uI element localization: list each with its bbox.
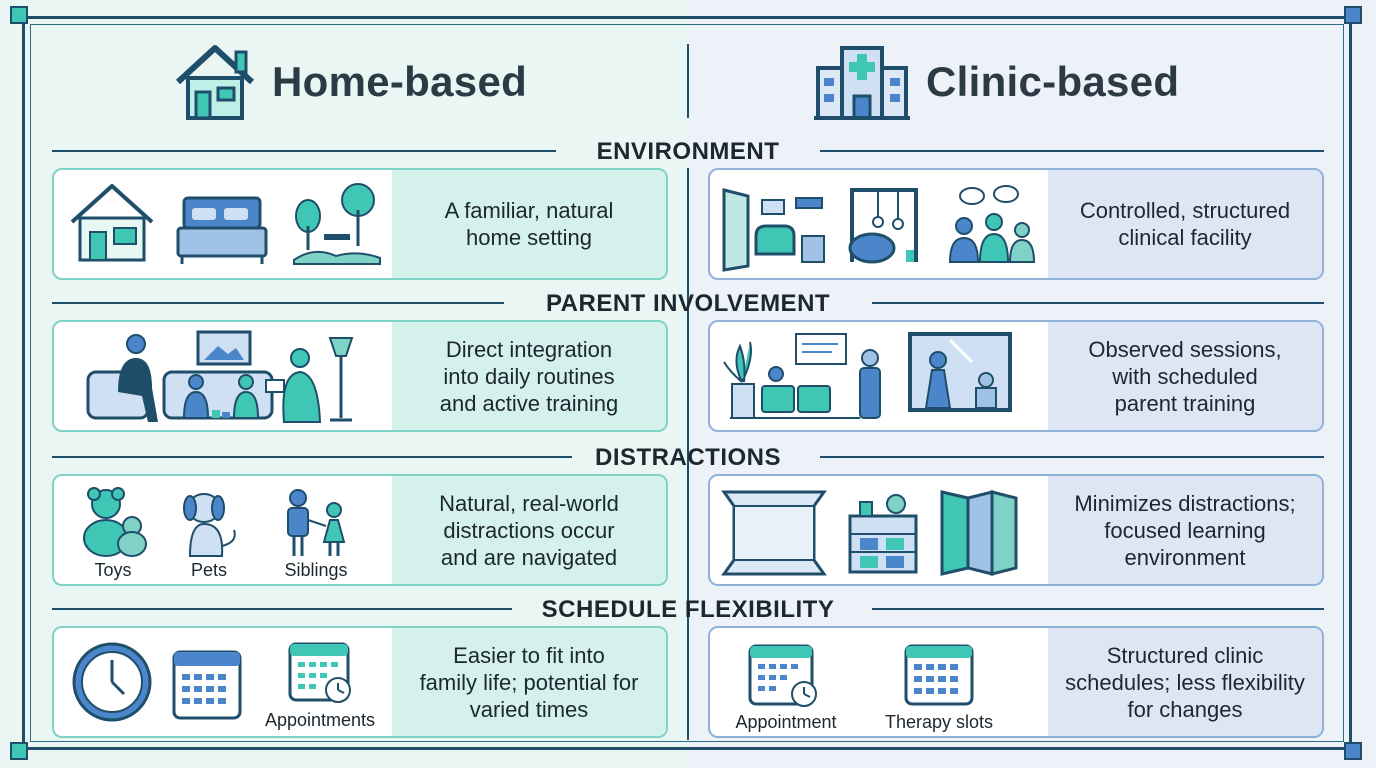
outer-frame	[22, 16, 1352, 750]
schedule-clinic-card: Appointment Therapy slots Structured cli…	[708, 626, 1324, 738]
clinic-environment-illustration	[722, 185, 1036, 272]
section-heading-distractions: DISTRACTIONS	[52, 442, 1324, 472]
clinic-based-title: Clinic-based	[926, 58, 1180, 105]
clock-icon	[72, 642, 152, 722]
corner-ornament	[10, 742, 28, 760]
siblings-label: Siblings	[284, 560, 348, 580]
environment-clinic-text: Controlled, structured clinical facility	[1048, 170, 1322, 278]
section-heading-schedule-flexibility: SCHEDULE FLEXIBILITY	[52, 594, 1324, 624]
parent-involvement-home-text: Direct integration into daily routines a…	[392, 322, 666, 430]
hospital-icon	[814, 46, 910, 120]
home-based-title: Home-based	[272, 58, 528, 105]
corner-ornament	[10, 6, 28, 24]
schedule-clinic-text: Structured clinic schedules; less flexib…	[1048, 628, 1322, 736]
distractions-clinic-text: Minimizes distractions; focused learning…	[1048, 476, 1322, 584]
distractions-home-card: Toys Pets Siblings Natural, real-world d…	[52, 474, 668, 586]
environment-home-text: A familiar, natural home setting	[392, 170, 666, 278]
appointments-label: Appointments	[264, 710, 376, 730]
section-heading-parent-involvement: PARENT INVOLVEMENT	[52, 288, 1324, 318]
environment-home-card: A familiar, natural home setting	[52, 168, 668, 280]
distractions-home-text: Natural, real-world distractions occur a…	[392, 476, 666, 584]
corner-ornament	[1344, 6, 1362, 24]
toys-label: Toys	[94, 560, 132, 580]
family-living-room-illustration	[86, 330, 354, 423]
section-heading-environment: ENVIRONMENT	[52, 136, 1324, 166]
teddy-bear-icon	[83, 487, 147, 557]
schedule-home-card: Appointments Easier to fit into family l…	[52, 626, 668, 738]
schedule-home-text: Easier to fit into family life; potentia…	[392, 628, 666, 736]
center-divider	[687, 168, 689, 740]
therapy-slots-label: Therapy slots	[884, 712, 994, 732]
therapy-calendar-icon	[904, 644, 974, 706]
environment-clinic-card: Controlled, structured clinical facility	[708, 168, 1324, 280]
inner-frame	[30, 24, 1344, 742]
siblings-icon	[287, 489, 346, 556]
parent-involvement-clinic-card: Observed sessions, with scheduled parent…	[708, 320, 1324, 432]
appointment-label: Appointment	[735, 712, 837, 732]
appointment-calendar-icon	[288, 642, 351, 703]
dog-icon	[183, 493, 236, 557]
parent-involvement-clinic-text: Observed sessions, with scheduled parent…	[1048, 322, 1322, 430]
clinic-schedule-illustration	[748, 644, 974, 707]
home-distractions-illustration	[83, 487, 346, 557]
appointment-calendar-icon	[748, 644, 817, 707]
pets-label: Pets	[190, 560, 228, 580]
header-divider	[687, 44, 689, 118]
calendar-icon	[172, 650, 242, 720]
corner-ornament	[1344, 742, 1362, 760]
home-environment-illustration	[70, 183, 381, 265]
home-schedule-illustration	[72, 642, 351, 722]
distractions-clinic-card: Minimizes distractions; focused learning…	[708, 474, 1324, 586]
parent-involvement-home-card: Direct integration into daily routines a…	[52, 320, 668, 432]
observation-room-illustration	[723, 332, 1012, 419]
house-icon	[175, 45, 255, 120]
clinic-distractions-illustration	[721, 490, 1018, 576]
